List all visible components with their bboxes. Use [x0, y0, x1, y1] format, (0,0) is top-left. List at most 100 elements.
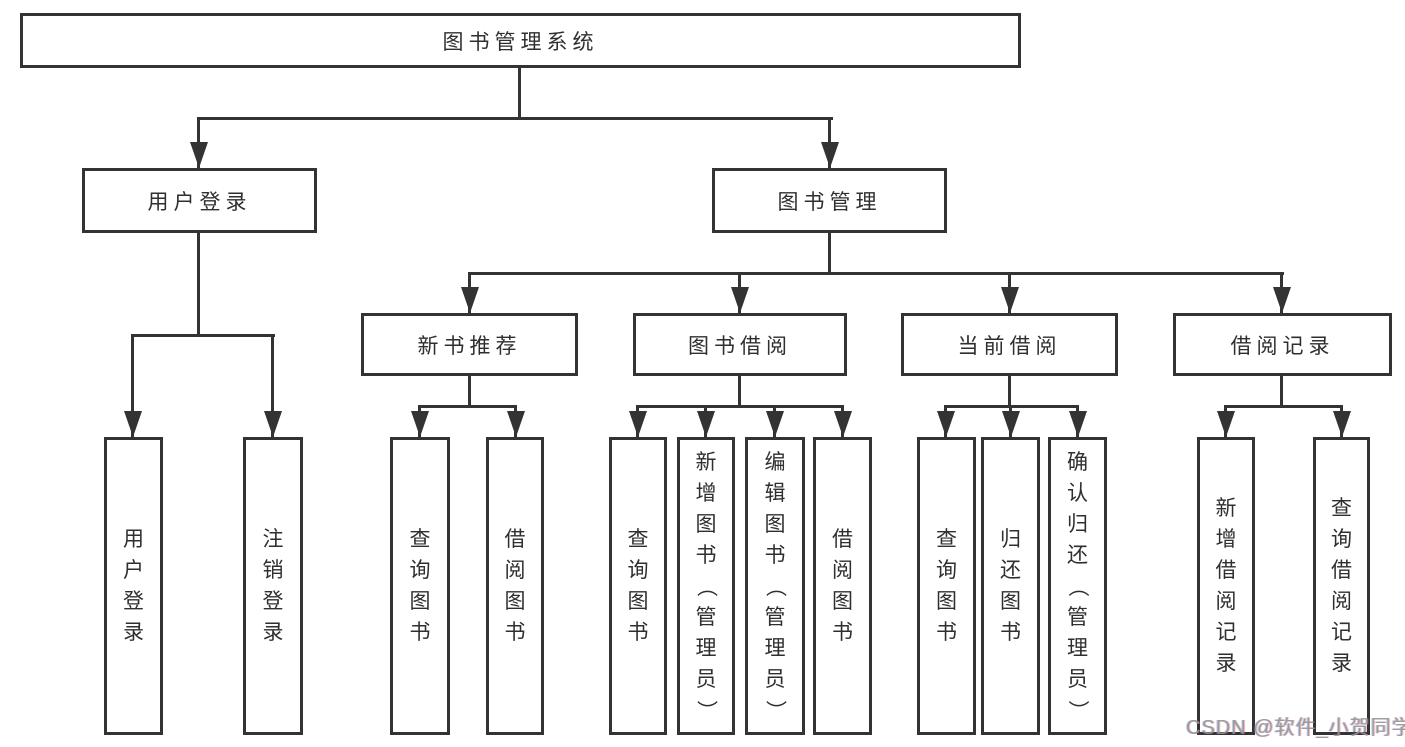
vertical-char: 还 — [1000, 559, 1021, 582]
arrow-down-icon — [834, 411, 852, 437]
leaf-borrow-books-recommend: 借阅图书 — [486, 437, 544, 735]
vertical-char: 管 — [764, 605, 786, 629]
connector-line — [197, 233, 200, 337]
vertical-char: 管 — [695, 605, 717, 629]
arrow-down-icon — [1002, 411, 1020, 437]
vertical-char: 注 — [262, 528, 284, 551]
vertical-char: 询 — [409, 559, 431, 582]
vertical-char: 归 — [1067, 512, 1088, 536]
vertical-char: 归 — [1000, 528, 1021, 551]
vertical-char: 查 — [936, 528, 957, 551]
vertical-char: 书 — [409, 621, 431, 644]
leaf-query-books-recommend: 查询图书 — [390, 437, 450, 735]
arrow-down-icon — [1069, 411, 1087, 437]
vertical-char: （ — [694, 575, 718, 597]
vertical-char: 书 — [627, 621, 649, 644]
arrow-down-icon — [731, 287, 749, 313]
vertical-char: 图 — [504, 590, 526, 613]
arrow-down-icon — [507, 411, 525, 437]
vertical-char: ） — [1066, 699, 1089, 721]
arrow-down-icon — [264, 411, 282, 437]
vertical-char: 员 — [1067, 667, 1088, 691]
watermark: CSDN @软件_小贺同学 — [1186, 717, 1405, 739]
arrow-down-icon — [766, 411, 784, 437]
connector-line — [418, 405, 517, 408]
arrow-down-icon — [821, 142, 839, 168]
node-library-system: 图书管理系统 — [20, 13, 1021, 68]
connector-line — [1008, 376, 1011, 408]
vertical-char: 员 — [764, 667, 786, 691]
vertical-char: 用 — [123, 528, 144, 551]
vertical-char: 阅 — [1331, 590, 1352, 613]
arrow-down-icon — [1273, 287, 1291, 313]
vertical-char: 书 — [695, 543, 717, 567]
vertical-char: 查 — [627, 528, 649, 551]
vertical-char: 销 — [262, 559, 284, 582]
vertical-char: 询 — [1331, 528, 1352, 551]
node-label: 图书借阅 — [688, 334, 792, 358]
node-label: 用户登录 — [147, 190, 252, 214]
leaf-query-books-current: 查询图书 — [917, 437, 976, 735]
vertical-char: 辑 — [764, 481, 786, 505]
vertical-char: 理 — [1067, 636, 1088, 660]
vertical-char: 认 — [1067, 481, 1088, 505]
vertical-char: 增 — [695, 481, 717, 505]
arrow-down-icon — [937, 411, 955, 437]
vertical-char: ） — [694, 699, 718, 721]
connector-line — [1280, 376, 1283, 408]
arrow-down-icon — [1217, 411, 1235, 437]
vertical-char: 图 — [1000, 590, 1021, 613]
vertical-char: （ — [763, 575, 787, 597]
vertical-char: 询 — [627, 559, 649, 582]
node-new-book-recommend: 新书推荐 — [361, 313, 578, 376]
vertical-char: 图 — [627, 590, 649, 613]
node-user-login: 用户登录 — [82, 168, 317, 233]
leaf-query-books-borrow: 查询图书 — [609, 437, 667, 735]
vertical-char: 借 — [504, 528, 526, 551]
vertical-char: 阅 — [832, 559, 853, 582]
connector-line — [271, 334, 274, 437]
vertical-char: 确 — [1067, 450, 1088, 474]
vertical-char: 阅 — [504, 559, 526, 582]
vertical-char: 书 — [504, 621, 526, 644]
vertical-char: 录 — [123, 621, 144, 644]
vertical-char: 查 — [409, 528, 431, 551]
connector-line — [197, 117, 833, 120]
vertical-char: 图 — [409, 590, 431, 613]
connector-line — [828, 233, 831, 275]
arrow-down-icon — [1333, 411, 1351, 437]
leaf-confirm-return-admin: 确认归还（管理员） — [1048, 437, 1107, 735]
arrow-down-icon — [411, 411, 429, 437]
connector-line — [131, 334, 134, 437]
connector-line — [131, 334, 275, 337]
vertical-char: ） — [763, 699, 787, 721]
arrow-down-icon — [124, 411, 142, 437]
vertical-char: （ — [1066, 575, 1089, 597]
vertical-char: 理 — [764, 636, 786, 660]
node-book-management: 图书管理 — [712, 168, 947, 233]
node-label: 借阅记录 — [1230, 334, 1335, 358]
leaf-user-login: 用户登录 — [104, 437, 163, 735]
connector-line — [468, 272, 1284, 275]
vertical-char: 录 — [1331, 652, 1352, 675]
vertical-char: 查 — [1331, 497, 1352, 520]
vertical-char: 借 — [832, 528, 853, 551]
arrow-down-icon — [461, 287, 479, 313]
connector-line — [738, 376, 741, 408]
arrow-down-icon — [190, 142, 208, 168]
arrow-down-icon — [629, 411, 647, 437]
connector-line — [1224, 405, 1343, 408]
leaf-query-borrow-record: 查询借阅记录 — [1313, 437, 1370, 735]
vertical-char: 记 — [1331, 621, 1352, 644]
arrow-down-icon — [1001, 287, 1019, 313]
leaf-borrow-books: 借阅图书 — [813, 437, 872, 735]
vertical-char: 户 — [123, 559, 144, 582]
vertical-char: 借 — [1215, 559, 1237, 582]
node-label: 图书管理 — [777, 190, 882, 214]
vertical-char: 增 — [1215, 528, 1237, 551]
vertical-char: 理 — [695, 636, 717, 660]
vertical-char: 录 — [1215, 652, 1237, 675]
node-book-borrow: 图书借阅 — [633, 313, 847, 376]
vertical-char: 还 — [1067, 543, 1088, 567]
